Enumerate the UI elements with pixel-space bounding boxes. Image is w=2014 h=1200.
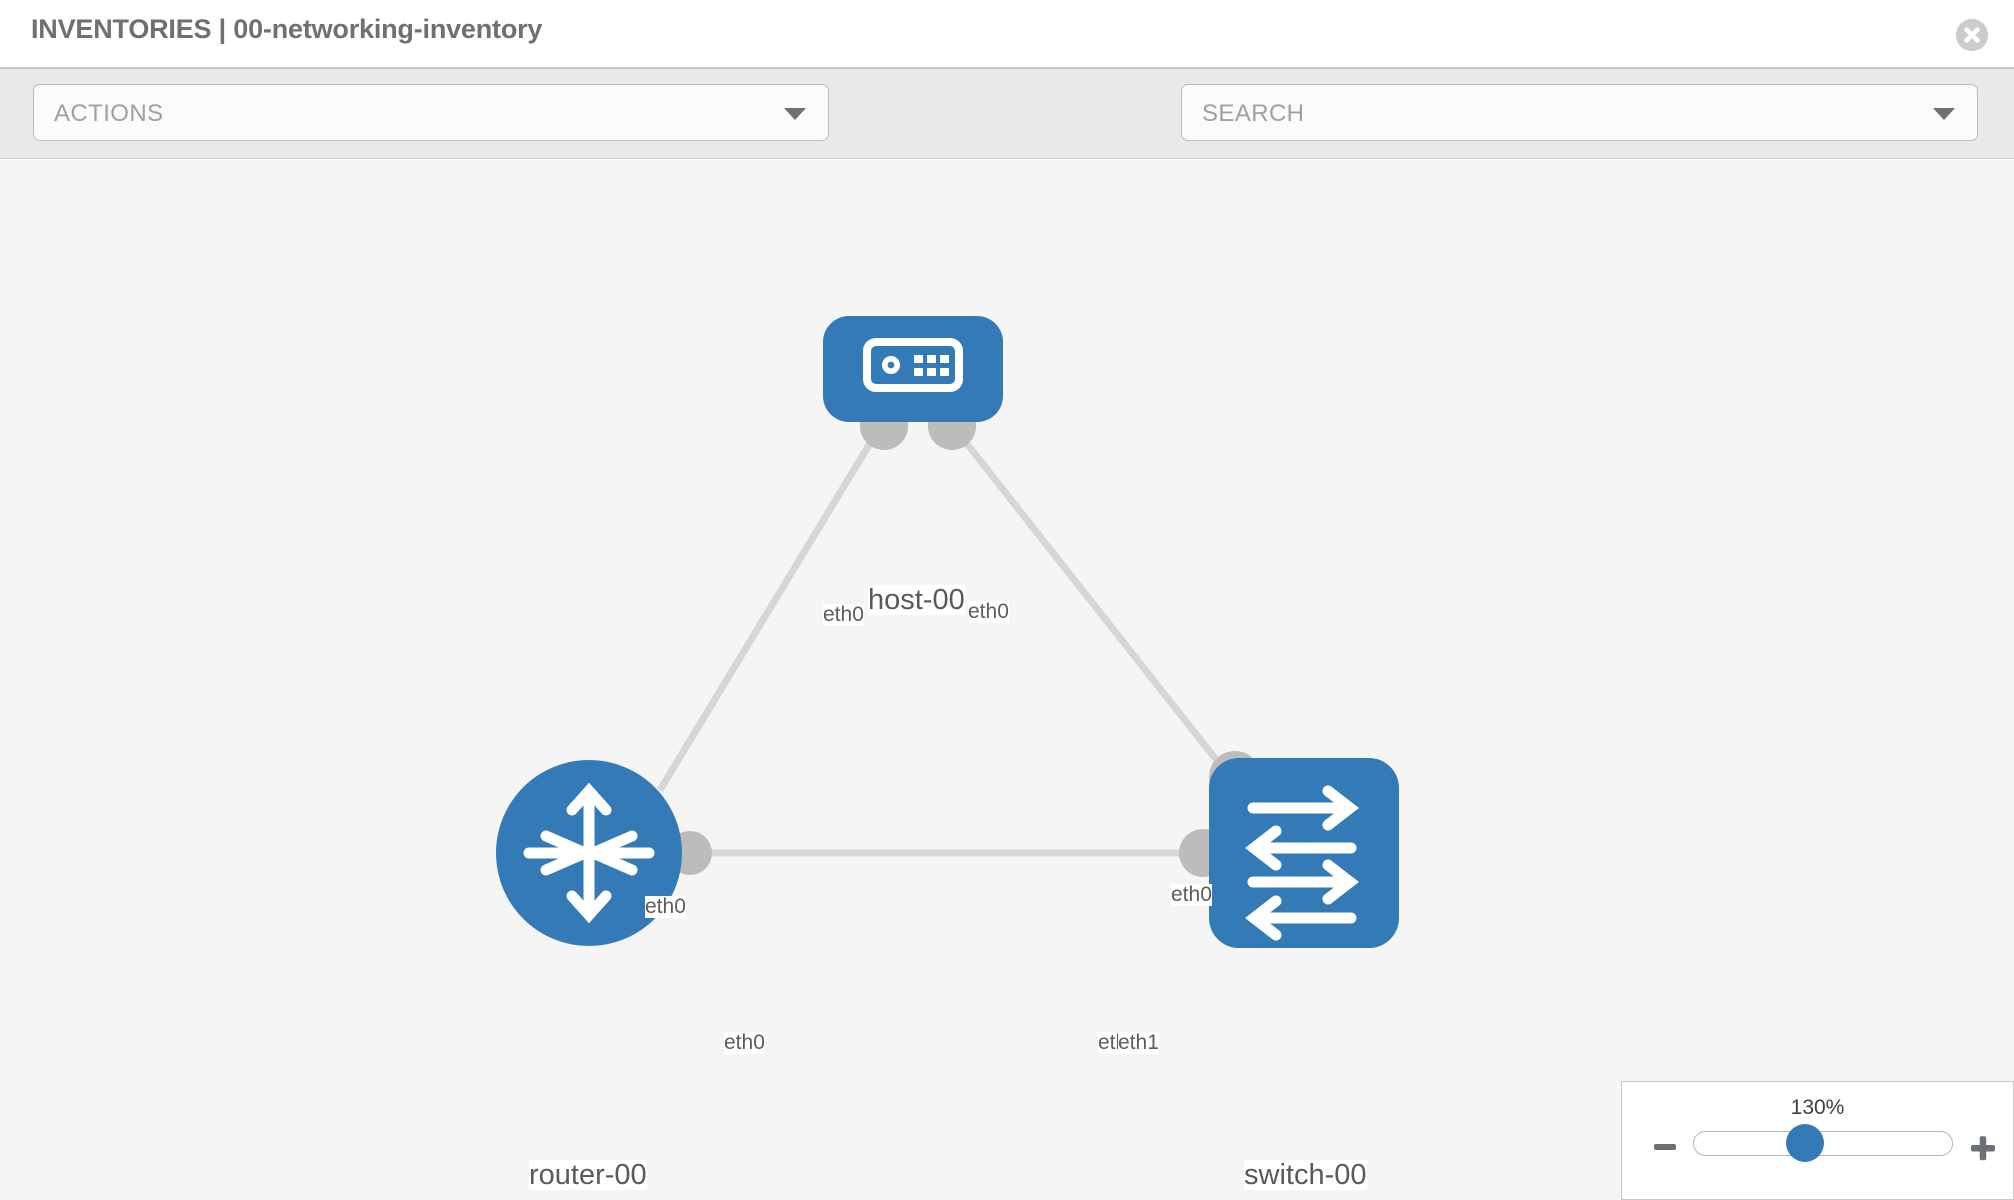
zoom-slider-thumb[interactable] xyxy=(1786,1124,1824,1162)
zoom-level-label: 130% xyxy=(1790,1096,1845,1119)
page-title: INVENTORIES | 00-networking-inventory xyxy=(31,14,543,44)
node-label-switch: switch-00 xyxy=(1244,1159,1367,1191)
topology-links xyxy=(657,432,1243,857)
node-label-host: host-00 xyxy=(868,584,965,616)
iface-label-router-east: eth0 xyxy=(724,1031,765,1055)
node-host-00[interactable] xyxy=(823,316,1003,422)
chevron-down-icon[interactable] xyxy=(1933,107,1955,120)
toolbar: ACTIONS SEARCH xyxy=(0,69,2014,205)
link-router-host xyxy=(657,433,878,792)
iface-label-router-uplink: eth0 xyxy=(645,895,686,919)
search-input[interactable]: SEARCH xyxy=(1181,84,1978,141)
node-router-00[interactable] xyxy=(496,760,682,946)
switch-arrows-icon xyxy=(1245,785,1359,941)
close-icon[interactable] xyxy=(1956,19,1988,51)
topology-graph[interactable] xyxy=(0,160,2014,1200)
router-arrows-icon xyxy=(523,782,655,924)
actions-dropdown-label: ACTIONS xyxy=(54,100,164,127)
actions-dropdown[interactable]: ACTIONS xyxy=(33,84,829,141)
link-host-switch xyxy=(957,432,1243,793)
iface-label-host-left: eth0 xyxy=(823,603,864,627)
iface-label-switch-uplink: eth0 xyxy=(1171,883,1212,907)
zoom-control-panel: 130% xyxy=(1621,1081,2014,1200)
iface-label-host-right: eth0 xyxy=(968,600,1009,624)
minus-icon[interactable] xyxy=(1652,1134,1678,1165)
topology-canvas[interactable]: eth0 host-00 eth0 eth0 eth0 eth0 eth0 et… xyxy=(0,160,2014,1200)
chevron-down-icon xyxy=(784,107,806,120)
node-label-router: router-00 xyxy=(529,1159,647,1191)
iface-label-switch-west: eth1 xyxy=(1118,1031,1159,1055)
server-icon xyxy=(863,338,963,392)
interface-endpoints xyxy=(668,402,1261,877)
plus-icon[interactable] xyxy=(1969,1134,1997,1167)
node-switch-00[interactable] xyxy=(1209,758,1399,948)
app-header: INVENTORIES | 00-networking-inventory xyxy=(0,0,2014,69)
search-placeholder: SEARCH xyxy=(1202,100,1305,127)
